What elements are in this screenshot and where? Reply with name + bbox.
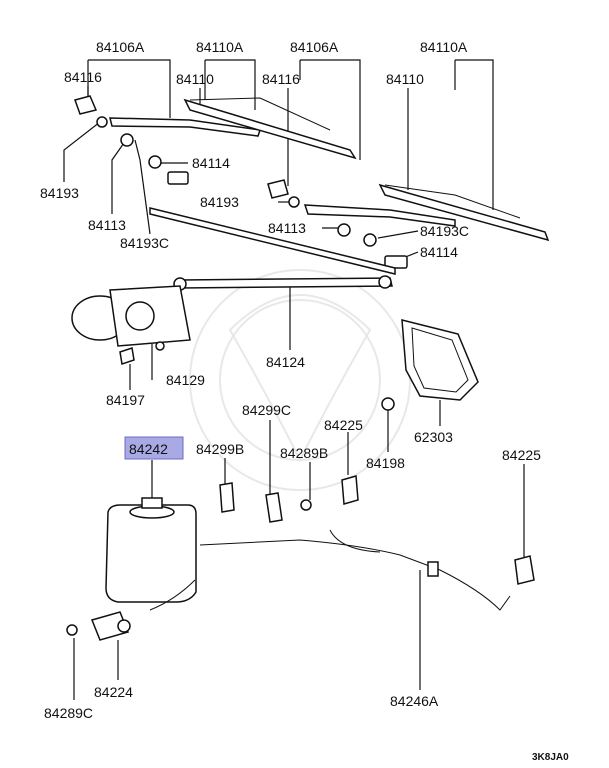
label-84110-left[interactable]: 84110 [176,71,214,87]
label-84193C-right[interactable]: 84193C [420,223,469,239]
label-84289C[interactable]: 84289C [44,705,93,721]
pivot-shafts [167,171,408,269]
motor-clip [119,347,135,365]
watermark-emblem [189,269,411,491]
pivot-cap-right [267,179,289,199]
label-84242[interactable]: 84242 [129,441,168,457]
label-84224[interactable]: 84224 [94,684,133,700]
label-84110A-left[interactable]: 84110A [196,39,244,55]
label-84299B[interactable]: 84299B [196,441,244,457]
label-84225-right[interactable]: 84225 [502,447,541,463]
label-84110A-right[interactable]: 84110A [420,39,468,55]
label-84198[interactable]: 84198 [366,455,405,471]
label-84246A[interactable]: 84246A [390,693,439,709]
motor-gasket [401,319,479,401]
label-84113-left[interactable]: 84113 [88,217,126,233]
small-fittings [66,397,535,636]
label-84116-left[interactable]: 84116 [64,69,102,85]
label-84289B[interactable]: 84289B [280,445,328,461]
label-84114-top[interactable]: 84114 [192,155,230,171]
label-84106A-left[interactable]: 84106A [96,39,145,55]
label-84110-right[interactable]: 84110 [386,71,424,87]
pivot-cap-left [74,95,98,115]
washer-hose [149,529,511,611]
washer-pump [90,611,131,641]
label-84124[interactable]: 84124 [266,354,305,370]
wiper-blade-left [183,97,357,160]
label-84106A-right[interactable]: 84106A [290,39,339,55]
label-84113-right[interactable]: 84113 [268,220,306,236]
wiper-blade-right [378,183,550,242]
label-84299C[interactable]: 84299C [242,402,291,418]
label-84193C-left[interactable]: 84193C [120,235,169,251]
label-84129[interactable]: 84129 [166,372,205,388]
highlight-84242 [124,436,184,460]
label-84197[interactable]: 84197 [106,392,145,408]
label-84193-mid[interactable]: 84193 [200,194,239,210]
label-84225-mid[interactable]: 84225 [324,417,363,433]
wiper-motor [71,285,191,351]
wiper-arm-right [303,204,456,227]
label-62303[interactable]: 62303 [414,429,453,445]
label-84193-left[interactable]: 84193 [40,185,79,201]
nuts-washers [96,116,377,247]
label-84116-right[interactable]: 84116 [262,71,300,87]
diagram-code: 3K8JA0 [532,752,569,763]
label-84114-right[interactable]: 84114 [420,244,458,260]
washer-tank [105,497,197,603]
part-labels: 84106A 84110A 84106A 84110A 84116 84110 … [40,39,569,763]
wiper-arm-left [109,117,261,137]
wiper-link-rods [149,207,396,291]
